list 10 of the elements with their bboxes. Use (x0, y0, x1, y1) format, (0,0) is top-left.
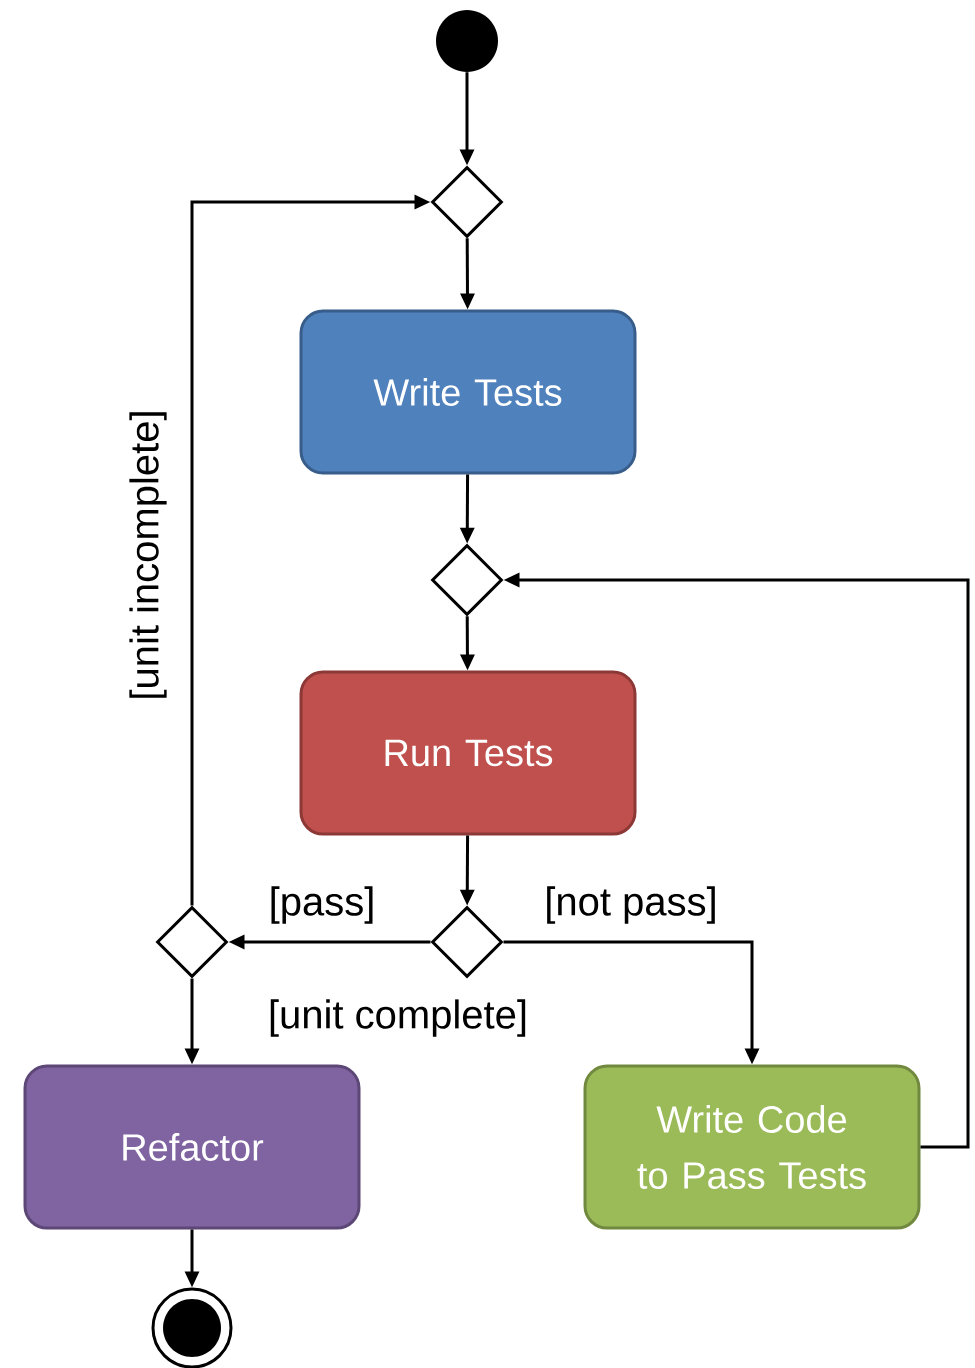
action-box: Run Tests (299, 670, 637, 836)
action-box: Write Code to Pass Tests (583, 1064, 921, 1230)
edge-label: [unit incomplete] (127, 407, 169, 703)
edge-label: [unit complete] (265, 997, 531, 1039)
edge-label: [not pass] (542, 884, 720, 926)
action-box: Refactor (23, 1064, 361, 1230)
end-node (151, 1287, 233, 1368)
edge-label: [pass] (266, 884, 378, 926)
start-node (436, 10, 498, 72)
action-box: Write Tests (299, 309, 637, 475)
